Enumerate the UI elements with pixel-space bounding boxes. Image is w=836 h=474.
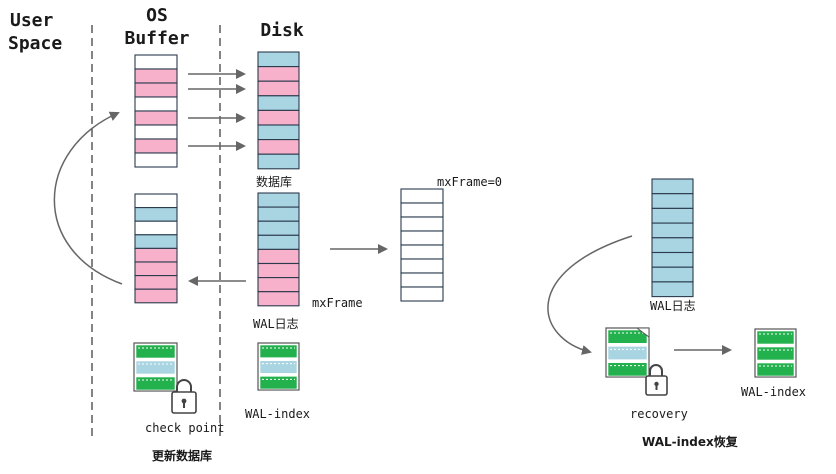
page-block — [651, 193, 694, 209]
page-block — [134, 54, 178, 70]
page-block — [134, 247, 178, 263]
lock-icon — [645, 364, 668, 396]
page-block — [651, 251, 694, 268]
page-block — [257, 153, 300, 170]
database-page-stack — [257, 51, 300, 170]
wal-log-right-label: WAL日志 — [650, 299, 696, 313]
page-block — [257, 124, 300, 141]
page-block — [257, 80, 300, 97]
page-block — [651, 281, 694, 298]
page-block — [651, 266, 694, 283]
page-block — [400, 286, 444, 302]
page-block — [257, 262, 300, 279]
index-block — [259, 376, 298, 390]
page-block — [134, 288, 178, 304]
user-space-header-line1: User — [10, 10, 54, 31]
mxframe-zero-label: mxFrame=0 — [437, 175, 502, 189]
page-block — [400, 188, 444, 204]
index-block — [135, 344, 176, 359]
index-block — [135, 376, 176, 391]
page-block — [651, 178, 694, 195]
os-buffer-header-line1: OS — [146, 5, 168, 26]
page-block — [257, 234, 300, 250]
empty-wal-stack — [400, 188, 444, 302]
page-block — [134, 220, 178, 236]
disk-wal-index — [257, 342, 300, 391]
os-buffer-header-line2: Buffer — [124, 28, 189, 49]
page-block — [257, 139, 300, 155]
page-block — [134, 110, 178, 126]
page-block — [400, 202, 444, 218]
lock-icon — [171, 379, 197, 414]
page-block — [257, 291, 300, 307]
index-block — [259, 360, 298, 374]
index-block — [756, 346, 795, 361]
page-block — [134, 124, 178, 140]
page-block — [651, 237, 694, 254]
page-block — [651, 222, 694, 239]
page-block — [134, 207, 178, 222]
wal-index-right-label: WAL-index — [741, 385, 806, 399]
page-block — [651, 207, 694, 224]
page-block — [257, 95, 300, 111]
page-block — [134, 234, 178, 249]
page-block — [134, 261, 178, 277]
folded-corner — [635, 327, 650, 338]
page-block — [134, 275, 178, 290]
page-block — [257, 109, 300, 126]
update-database-caption: 更新数据库 — [152, 448, 212, 463]
page-block — [134, 68, 178, 84]
index-block — [607, 362, 648, 377]
user-space-header-line2: Space — [8, 33, 62, 54]
page-block — [400, 258, 444, 274]
index-block — [756, 362, 795, 377]
page-block — [257, 220, 300, 236]
page-block — [400, 244, 444, 260]
database-label: 数据库 — [256, 174, 292, 189]
os-buffer-page-stack — [134, 54, 178, 168]
index-block — [135, 360, 176, 375]
wal-index-label: WAL-index — [245, 407, 310, 421]
os-buffer-wal-index — [133, 342, 178, 392]
os-buffer-wal-stack — [134, 193, 178, 304]
page-block — [257, 277, 300, 293]
checkpoint-loop-arrow — [53, 111, 123, 285]
page-block — [134, 193, 178, 209]
page-block — [134, 82, 178, 98]
mxframe-label: mxFrame — [312, 296, 363, 310]
page-block — [134, 96, 178, 112]
index-block — [607, 329, 648, 344]
wal-log-label: WAL日志 — [253, 317, 299, 331]
recovered-wal-index — [754, 328, 797, 378]
wal-log-stack — [257, 192, 300, 307]
recovery-wal-index — [605, 327, 650, 378]
page-block — [257, 206, 300, 222]
page-block — [134, 138, 178, 154]
recovery-label: recovery — [630, 407, 688, 421]
check-point-label: check point — [145, 421, 224, 435]
disk-header: Disk — [260, 20, 304, 41]
page-block — [400, 216, 444, 232]
recovery-curve-arrow — [547, 235, 633, 355]
page-block — [257, 66, 300, 82]
page-block — [257, 192, 300, 208]
page-block — [134, 152, 178, 168]
wal-index-recovery-caption: WAL-index恢复 — [642, 434, 739, 449]
wal-log-stack-recovery — [651, 178, 694, 298]
index-block — [259, 344, 298, 358]
page-block — [257, 51, 300, 68]
page-block — [400, 230, 444, 246]
page-block — [257, 248, 300, 265]
index-block — [756, 330, 795, 345]
index-block — [607, 346, 648, 360]
page-block — [400, 272, 444, 288]
